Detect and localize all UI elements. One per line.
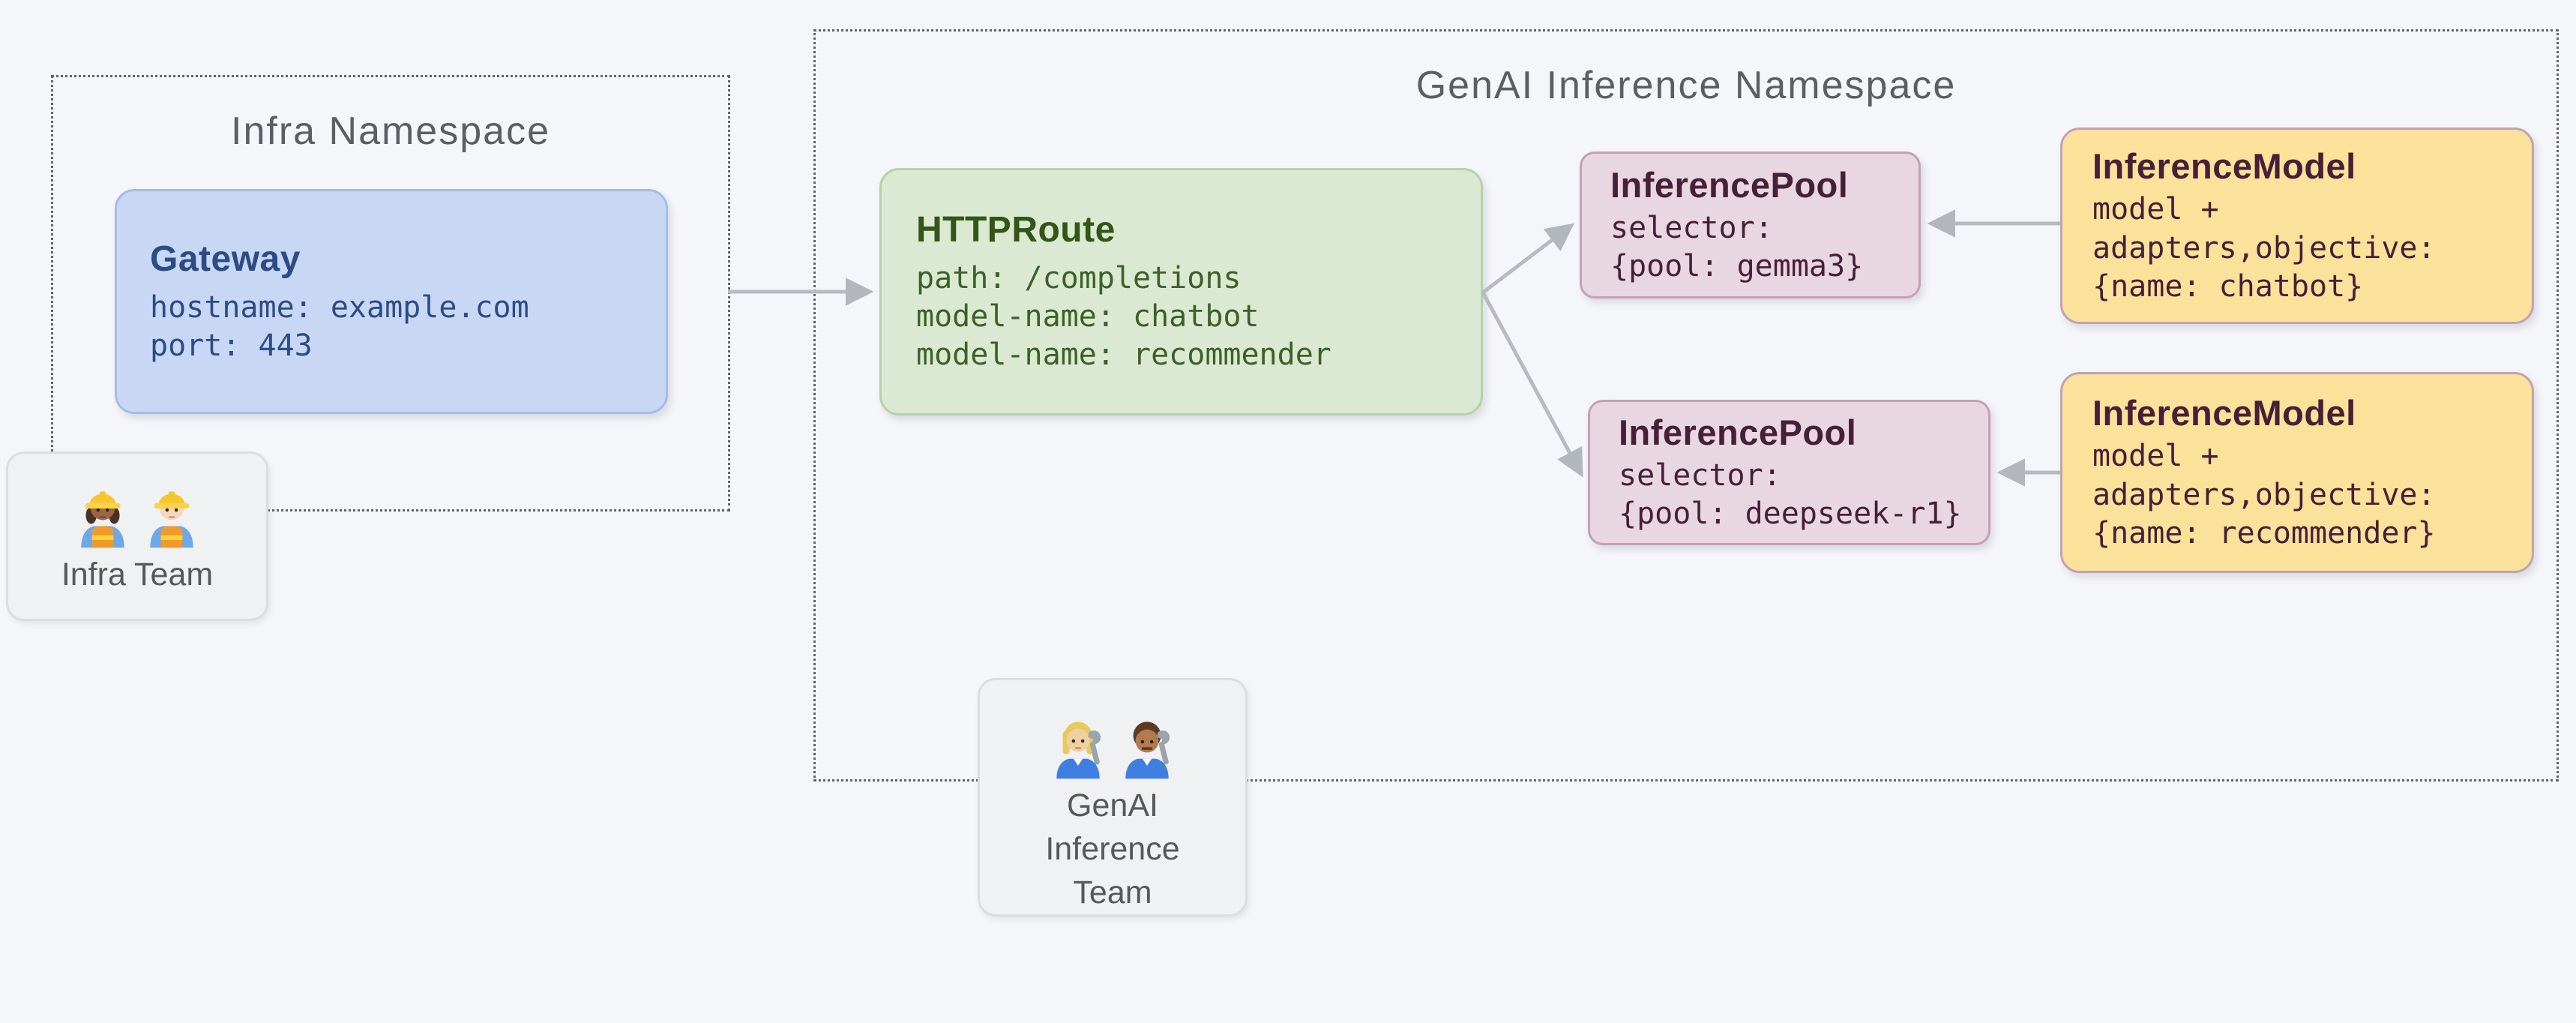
inferencepool-deepseek-node: InferencePool selector: {pool: deepseek-… (1588, 400, 1990, 545)
gateway-title: Gateway (150, 239, 301, 280)
inferencepool-deepseek-selector-value: {pool: deepseek-r1} (1619, 496, 1962, 532)
man-construction-worker-icon (150, 491, 193, 548)
inferencepool-deepseek-title: InferencePool (1619, 412, 1857, 452)
httproute-path: path: /completions (916, 261, 1242, 296)
inferencepool-gemma3-selector: selector: (1610, 211, 1773, 245)
infra-team-label: Infra Team (61, 556, 214, 592)
genai-team-card: GenAI Inference Team (978, 678, 1248, 916)
inferencemodel-chatbot-line2: adapters,objective: (2092, 230, 2436, 266)
inferencepool-deepseek-selector: selector: (1619, 458, 1781, 493)
man-mechanic-icon (1125, 722, 1170, 779)
inferencemodel-chatbot-node: InferenceModel model + adapters,objectiv… (2060, 128, 2534, 324)
inferencemodel-chatbot-line1: model + (2092, 192, 2219, 227)
inferencemodel-recommender-line1: model + (2092, 439, 2219, 474)
genai-team-label: GenAI Inference Team (1045, 788, 1180, 911)
inferencemodel-recommender-line2: adapters,objective: (2092, 477, 2436, 512)
inferencepool-gemma3-title: InferencePool (1610, 164, 1849, 205)
inferencemodel-recommender-node: InferenceModel model + adapters,objectiv… (2060, 372, 2534, 573)
inferencemodel-recommender-line3: {name: recommender} (2092, 515, 2436, 550)
inferencemodel-recommender-title: InferenceModel (2092, 393, 2356, 434)
inferencemodel-chatbot-line3: {name: chatbot} (2092, 268, 2364, 304)
gateway-hostname: hostname: example.com (150, 290, 529, 325)
gateway-node: Gateway hostname: example.com port: 443 (115, 189, 668, 414)
httproute-model-chatbot: model-name: chatbot (916, 299, 1260, 334)
httproute-model-recommender: model-name: recommender (916, 338, 1331, 373)
inferencemodel-chatbot-title: InferenceModel (2092, 146, 2356, 187)
infra-team-icons (72, 470, 202, 548)
genai-team-icons (1047, 701, 1178, 779)
woman-mechanic-icon (1056, 722, 1101, 779)
httproute-title: HTTPRoute (916, 210, 1116, 250)
gateway-port: port: 443 (150, 328, 313, 363)
inferencepool-gemma3-selector-value: {pool: gemma3} (1610, 249, 1864, 284)
woman-construction-worker-icon (81, 491, 124, 548)
inferencepool-gemma3-node: InferencePool selector: {pool: gemma3} (1580, 152, 1921, 298)
infra-namespace-container: Infra Namespace (51, 75, 730, 512)
genai-namespace-container: GenAI Inference Namespace (813, 29, 2559, 782)
genai-namespace-title: GenAI Inference Namespace (1415, 64, 1957, 107)
infra-team-card: Infra Team (6, 452, 268, 621)
infra-namespace-title: Infra Namespace (231, 110, 550, 153)
httproute-node: HTTPRoute path: /completions model-name:… (879, 168, 1483, 416)
